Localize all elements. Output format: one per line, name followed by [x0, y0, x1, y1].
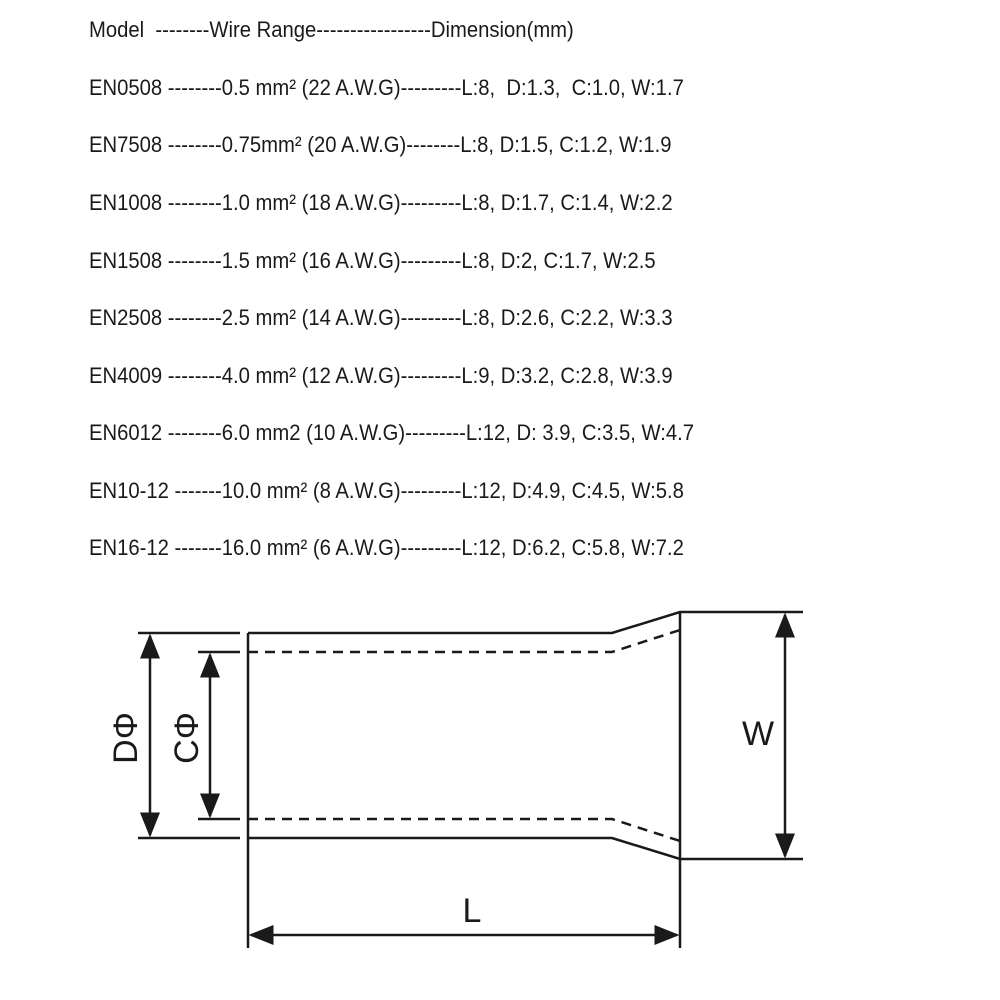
spec-row: EN1008 --------1.0 mm² (18 A.W.G)-------…: [89, 190, 673, 215]
ferrule-outline: [248, 836, 803, 861]
label-c: CΦ: [168, 712, 206, 764]
ferrule-inner-dashed: [248, 817, 681, 843]
spec-row: EN4009 --------4.0 mm² (12 A.W.G)-------…: [89, 363, 673, 388]
ferrule-outline: [248, 610, 803, 635]
spec-row: EN16-12 -------16.0 mm² (6 A.W.G)-------…: [89, 535, 684, 560]
label-w: W: [742, 715, 774, 753]
spec-row: EN1508 --------1.5 mm² (16 A.W.G)-------…: [89, 248, 656, 273]
label-l: L: [463, 892, 482, 930]
spec-row: EN2508 --------2.5 mm² (14 A.W.G)-------…: [89, 305, 673, 330]
spec-row: EN6012 --------6.0 mm2 (10 A.W.G)-------…: [89, 420, 694, 445]
label-d: DΦ: [107, 712, 145, 764]
spec-row: EN10-12 -------10.0 mm² (8 A.W.G)-------…: [89, 478, 684, 503]
spec-row: EN0508 --------0.5 mm² (22 A.W.G)-------…: [89, 75, 684, 100]
spec-row: EN7508 --------0.75mm² (20 A.W.G)-------…: [89, 132, 672, 157]
ferrule-inner-dashed: [248, 628, 681, 654]
table-header: Model --------Wire Range----------------…: [89, 17, 574, 42]
